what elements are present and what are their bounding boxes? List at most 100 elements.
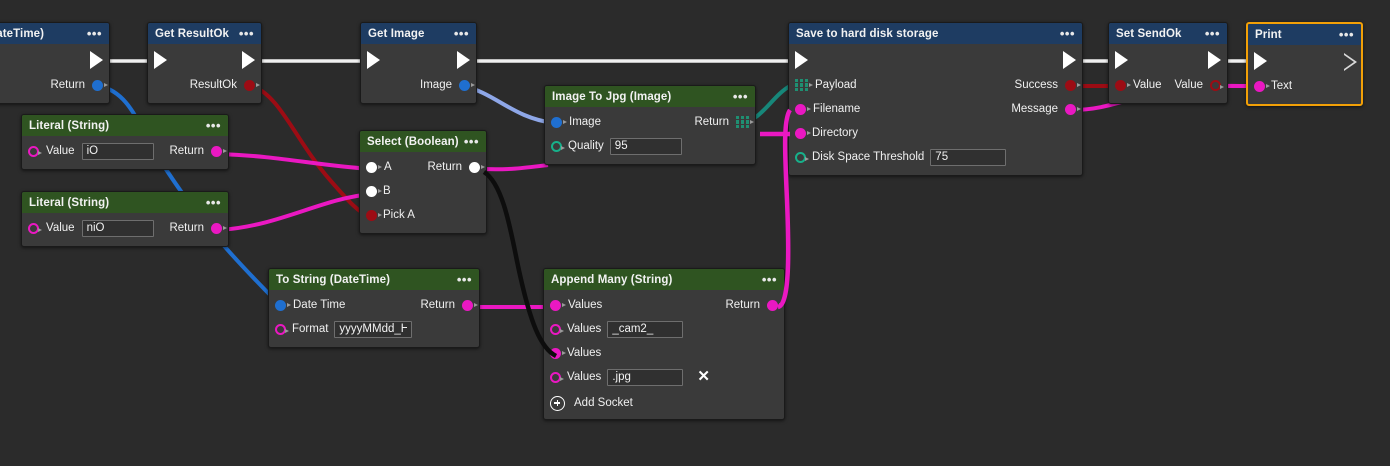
node-menu-icon[interactable]: ••• <box>732 88 748 104</box>
io-row: Values <box>544 317 784 341</box>
exec-in-icon[interactable] <box>1115 51 1128 69</box>
node-header[interactable]: Select (Boolean) ••• <box>360 131 486 152</box>
io-row: A Return <box>360 155 486 179</box>
node-header[interactable]: Save to hard disk storage ••• <box>789 23 1082 44</box>
node-title: Get ResultOk <box>155 27 230 40</box>
socket-pick-a[interactable] <box>366 209 382 221</box>
values-1-input[interactable] <box>607 320 684 338</box>
node-menu-icon[interactable]: ••• <box>453 25 469 41</box>
remove-socket-button[interactable]: ✕ <box>697 368 710 385</box>
node-menu-icon[interactable]: ••• <box>1204 25 1220 41</box>
socket-date-time[interactable] <box>275 299 291 311</box>
node-header[interactable]: To String (DateTime) ••• <box>269 269 479 290</box>
socket-value[interactable] <box>28 222 42 234</box>
socket-value[interactable] <box>28 145 42 157</box>
socket-resultok[interactable] <box>244 79 260 91</box>
io-row: Date Time Return <box>269 293 479 317</box>
node-header[interactable]: Literal (String) ••• <box>22 192 228 213</box>
exec-out-icon[interactable] <box>1208 51 1221 69</box>
node-header[interactable]: Print ••• <box>1248 24 1361 45</box>
io-row: Value Return <box>22 216 228 240</box>
socket-label: Values <box>568 299 603 311</box>
node-literal-string-nio[interactable]: Literal (String) ••• Value Return <box>21 191 229 247</box>
add-socket-row[interactable]: Add Socket <box>544 389 784 413</box>
node-get-image[interactable]: Get Image ••• Image <box>360 22 477 104</box>
node-menu-icon[interactable]: ••• <box>205 194 221 210</box>
socket-values-3[interactable] <box>550 371 564 383</box>
socket-return[interactable] <box>92 79 108 91</box>
socket-values-0[interactable] <box>550 299 566 311</box>
exec-out-icon[interactable] <box>90 51 103 69</box>
socket-return-array-icon[interactable] <box>736 115 754 129</box>
socket-payload-array-icon[interactable] <box>795 78 813 92</box>
exec-out-icon[interactable] <box>1344 52 1357 71</box>
node-header[interactable]: Set SendOk ••• <box>1109 23 1227 44</box>
node-get-resultok[interactable]: Get ResultOk ••• ResultOk <box>147 22 262 104</box>
literal-value-input[interactable] <box>81 142 154 160</box>
node-menu-icon[interactable]: ••• <box>761 271 777 287</box>
node-menu-icon[interactable]: ••• <box>86 25 102 41</box>
node-menu-icon[interactable]: ••• <box>463 133 479 149</box>
values-3-input[interactable] <box>607 368 684 386</box>
node-header[interactable]: Now (DateTime) ••• <box>0 23 109 44</box>
exec-out-icon[interactable] <box>1063 51 1076 69</box>
node-literal-string-io[interactable]: Literal (String) ••• Value Return <box>21 114 229 170</box>
node-save-to-hard-disk-storage[interactable]: Save to hard disk storage ••• Payload Su… <box>788 22 1083 176</box>
node-select-boolean[interactable]: Select (Boolean) ••• A Return B Pick <box>359 130 487 234</box>
quality-input[interactable] <box>609 137 682 155</box>
exec-in-icon[interactable] <box>367 51 380 69</box>
exec-row <box>361 47 476 73</box>
node-menu-icon[interactable]: ••• <box>1059 25 1075 41</box>
exec-in-icon[interactable] <box>154 51 167 69</box>
io-row: Directory <box>789 121 1082 145</box>
disk-space-threshold-input[interactable] <box>930 148 1007 166</box>
socket-label: Return <box>50 79 85 91</box>
socket-success[interactable] <box>1065 79 1081 91</box>
socket-values-1[interactable] <box>550 323 564 335</box>
node-header[interactable]: Get ResultOk ••• <box>148 23 261 44</box>
socket-disk-space-threshold[interactable] <box>795 151 809 163</box>
exec-out-icon[interactable] <box>457 51 470 69</box>
node-set-sendok[interactable]: Set SendOk ••• Value Value <box>1108 22 1228 104</box>
node-menu-icon[interactable]: ••• <box>456 271 472 287</box>
socket-value-out[interactable] <box>1210 79 1224 91</box>
socket-image[interactable] <box>459 79 475 91</box>
node-menu-icon[interactable]: ••• <box>1338 26 1354 42</box>
node-to-string-datetime[interactable]: To String (DateTime) ••• Date Time Retur… <box>268 268 480 348</box>
socket-return[interactable] <box>462 299 478 311</box>
socket-label: ResultOk <box>189 79 237 91</box>
plus-icon[interactable] <box>550 395 565 411</box>
exec-out-icon[interactable] <box>242 51 255 69</box>
socket-message[interactable] <box>1065 103 1081 115</box>
node-print[interactable]: Print ••• Text <box>1246 22 1363 106</box>
node-menu-icon[interactable]: ••• <box>238 25 254 41</box>
socket-b[interactable] <box>366 185 382 197</box>
socket-quality[interactable] <box>551 140 565 152</box>
socket-return[interactable] <box>767 299 783 311</box>
socket-text[interactable] <box>1254 80 1270 92</box>
exec-in-icon[interactable] <box>1254 52 1267 70</box>
socket-image[interactable] <box>551 116 567 128</box>
socket-return[interactable] <box>211 222 227 234</box>
node-title: Literal (String) <box>29 196 110 209</box>
node-header[interactable]: Append Many (String) ••• <box>544 269 784 290</box>
socket-a[interactable] <box>366 161 382 173</box>
socket-value-in[interactable] <box>1115 79 1131 91</box>
socket-filename[interactable] <box>795 103 811 115</box>
node-header[interactable]: Image To Jpg (Image) ••• <box>545 86 755 107</box>
node-image-to-jpg[interactable]: Image To Jpg (Image) ••• Image Return Qu… <box>544 85 756 165</box>
node-append-many-string[interactable]: Append Many (String) ••• Values Return V… <box>543 268 785 420</box>
socket-format[interactable] <box>275 323 289 335</box>
socket-return[interactable] <box>469 161 485 173</box>
node-menu-icon[interactable]: ••• <box>205 117 221 133</box>
socket-directory[interactable] <box>795 127 811 139</box>
node-now-datetime[interactable]: Now (DateTime) ••• Return <box>0 22 110 104</box>
format-input[interactable] <box>334 320 413 338</box>
node-header[interactable]: Get Image ••• <box>361 23 476 44</box>
socket-return[interactable] <box>211 145 227 157</box>
socket-values-2[interactable] <box>550 347 566 359</box>
node-header[interactable]: Literal (String) ••• <box>22 115 228 136</box>
exec-in-icon[interactable] <box>795 51 808 69</box>
literal-value-input[interactable] <box>81 219 154 237</box>
